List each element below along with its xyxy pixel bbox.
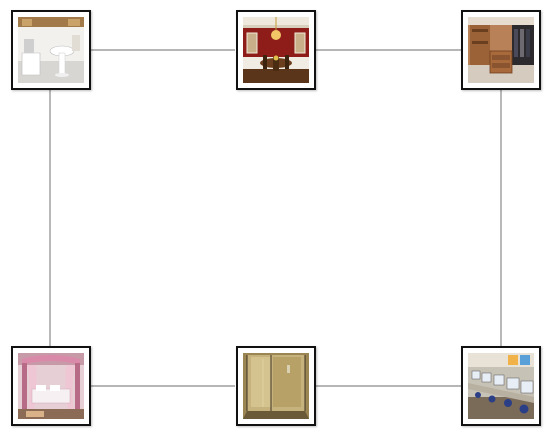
node-computer-lab[interactable]: [461, 346, 541, 426]
node-glass-shower[interactable]: [236, 346, 316, 426]
node-walk-in-closet[interactable]: [461, 10, 541, 90]
bathroom-photo-icon: [18, 17, 84, 83]
computer-lab-photo-icon: [468, 353, 534, 419]
dining-room-photo-icon: [243, 17, 309, 83]
bedroom-photo-icon: [18, 353, 84, 419]
closet-photo-icon: [468, 17, 534, 83]
node-dining-room[interactable]: [236, 10, 316, 90]
node-canopy-bedroom[interactable]: [11, 346, 91, 426]
node-bathroom[interactable]: [11, 10, 91, 90]
shower-photo-icon: [243, 353, 309, 419]
